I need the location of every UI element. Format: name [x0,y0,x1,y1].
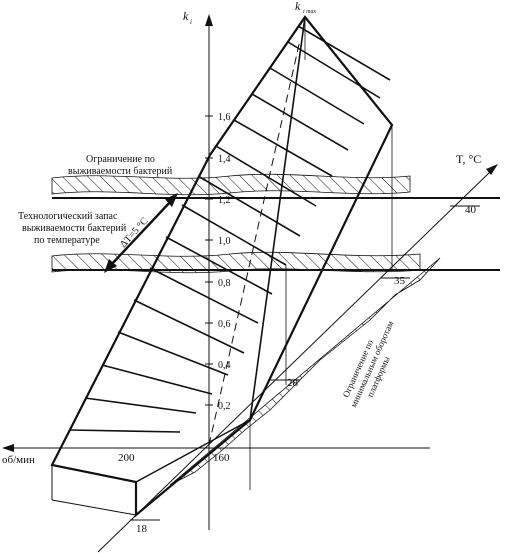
tick-label-0-8: 0,8 [218,278,231,289]
survival-limit-line-2: выживаемости бактерий [68,166,173,177]
k-max-label: k [295,0,301,13]
rpm-axis-arrow [2,444,14,452]
delta-t-arrow [109,199,173,267]
depth-label-28: 28 [287,377,299,389]
tick-label-0-6: 0,6 [218,319,231,330]
dashed-projection [208,39,301,446]
k-axis-label-sub: i [190,18,192,26]
depth-label-40: 40 [465,204,477,216]
strip-hatching [69,25,391,433]
temperature-axis-arrow [486,164,498,175]
projection-lines [249,17,393,490]
tech-reserve-line-2: выживаемости бактерий [22,223,127,234]
tick-label-0-4: 0,4 [218,360,231,371]
tick-label-1-0: 1,0 [218,236,231,247]
depth-label-35: 35 [394,275,406,287]
tech-reserve-line-1: Технологический запас [18,211,118,222]
delta-t-arrowhead-2 [165,193,178,207]
temperature-axis-label: T, °C [456,152,481,166]
depth-label-18: 18 [136,523,148,535]
tech-reserve-line-3: по температуре [34,235,100,246]
rpm-label-200: 200 [118,452,135,464]
depth-ticks [130,205,480,521]
tick-label-1-6: 1,6 [218,112,231,123]
k-axis-label: k [183,9,189,23]
rpm-label-160: 160 [213,452,230,464]
rpm-limit-label: Ограничение по минимальным оборотам плат… [341,319,396,409]
tick-label-0-2: 0,2 [218,401,231,412]
k-axis-arrow [205,14,213,26]
strip-inner-lines [51,419,251,483]
delta-t-arrowhead-1 [104,259,117,273]
tick-label-1-2: 1,2 [218,195,231,206]
tick-label-1-4: 1,4 [218,154,231,165]
strip-inner-edge [249,16,306,421]
rpm-limit-hatch [169,257,441,486]
k-max-label-sub: i max [303,9,317,15]
temperature-axis [97,169,493,553]
rpm-axis-label: об/мин [2,454,35,466]
survival-limit-line-1: Ограничение по [86,154,155,165]
survival-limit-band [51,173,411,196]
base-box [51,465,137,516]
